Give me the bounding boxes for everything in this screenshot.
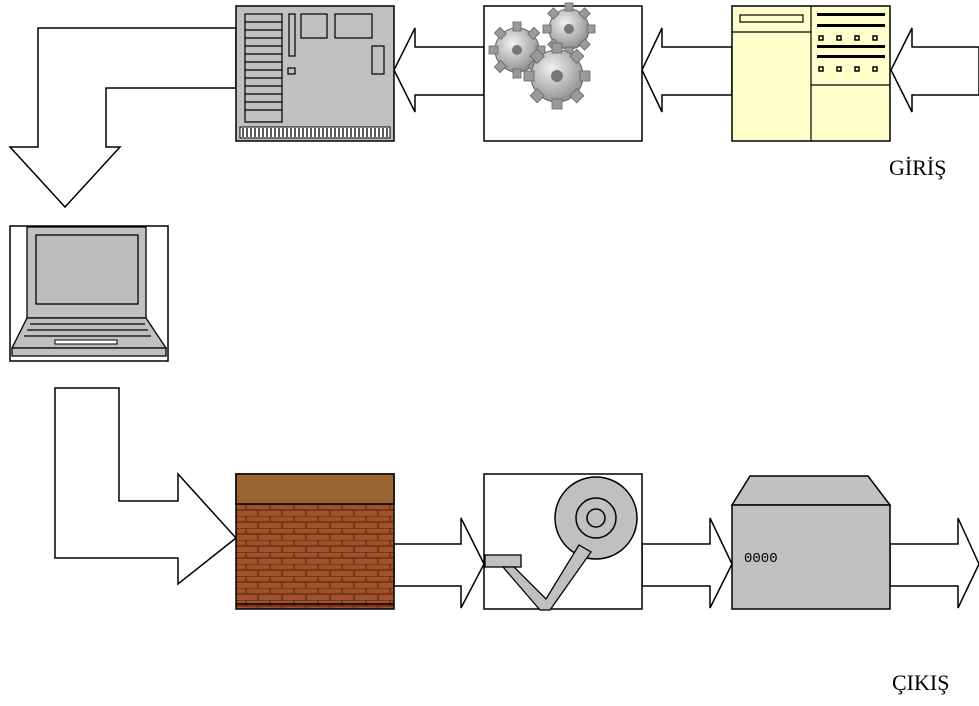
arrow-board-to-laptop [10, 28, 236, 207]
arrow-gears-to-board [394, 28, 484, 112]
input-arrow [891, 28, 979, 112]
arrow-tape-to-server [642, 518, 732, 608]
arrow-firewall-to-tape [394, 518, 484, 608]
arrow-laptop-to-firewall [55, 388, 236, 584]
gears-icon [484, 3, 642, 141]
circuit-board-icon [236, 6, 394, 141]
output-label: ÇIKIŞ [892, 670, 949, 696]
tape-drive-icon [484, 474, 642, 610]
input-label: GİRİŞ [889, 155, 946, 181]
document-form-icon [732, 6, 890, 141]
laptop-icon [10, 226, 168, 361]
arrow-form-to-gears [642, 28, 732, 112]
server-box-icon: 0000 [732, 476, 890, 609]
chip-label: 0000 [744, 551, 778, 567]
output-arrow [890, 518, 979, 608]
firewall-icon [236, 474, 394, 609]
